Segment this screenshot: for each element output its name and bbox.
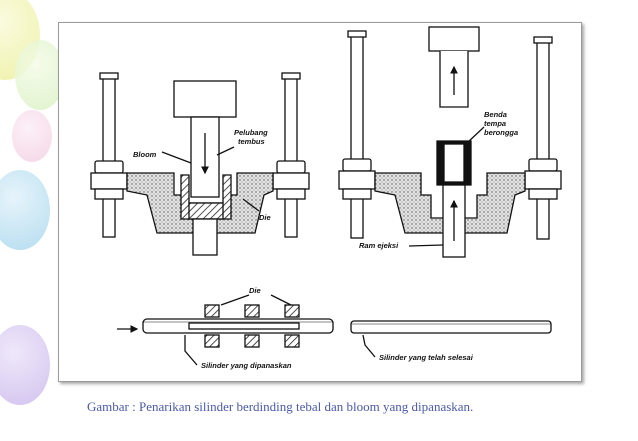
right-press [338,26,562,258]
drawing-section [117,294,552,366]
label-ram-ejeksi: Ram ejeksi [359,241,399,250]
forging-diagram: Bloom Pelubang tembus Die Benda tempa be… [90,26,562,370]
label-benda-1: Benda [484,110,507,119]
label-bloom: Bloom [133,150,157,159]
label-pelubang-2: tembus [238,137,265,146]
balloon-blue [0,170,50,250]
label-pelubang-1: Pelubang [234,128,268,137]
balloon-pink [12,110,52,162]
label-silinder-selesai: Silinder yang telah selesai [379,353,474,362]
figure-frame: Bloom Pelubang tembus Die Benda tempa be… [58,22,582,382]
balloon-purple [0,325,50,405]
label-benda-2: tempa [484,119,506,128]
left-press [90,72,310,256]
figure-caption: Gambar : Penarikan silinder berdinding t… [87,399,474,414]
label-die-bottom: Die [249,286,261,295]
label-die-left: Die [259,213,271,222]
label-benda-3: berongga [484,128,518,137]
diagram-labels: Bloom Pelubang tembus Die Benda tempa be… [133,110,518,370]
label-silinder-dipanaskan: Silinder yang dipanaskan [201,361,292,370]
balloon-green [15,40,65,110]
